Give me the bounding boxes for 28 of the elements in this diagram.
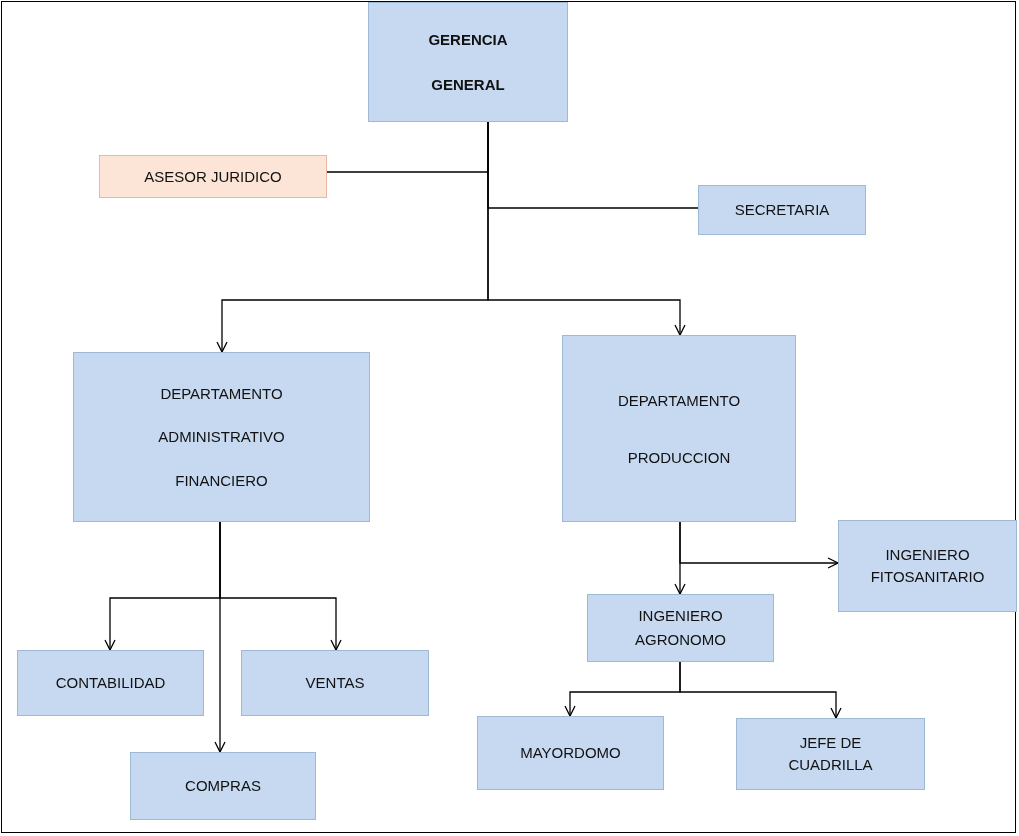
org-box — [130, 752, 316, 820]
org-box — [99, 155, 327, 198]
arrow — [487, 121, 686, 336]
arrow — [679, 661, 842, 719]
box-label: COMPRAS — [185, 777, 261, 795]
org-box — [368, 2, 568, 122]
arrow — [674, 521, 686, 595]
org-box — [73, 352, 370, 522]
org-box — [736, 718, 925, 790]
org-box — [838, 520, 1017, 612]
box-label: SECRETARIA — [734, 201, 830, 219]
org-box — [698, 185, 866, 235]
box-label: GERENCIA GENERAL — [427, 30, 509, 95]
org-box — [587, 594, 774, 662]
box-label: INGENIERO FITOSANITARIO — [869, 544, 986, 587]
org-box — [562, 335, 796, 522]
box-label: DEPARTAMENTO PRODUCCION — [616, 390, 742, 468]
org-box — [241, 650, 429, 716]
org-box — [477, 716, 664, 790]
box-label: MAYORDOMO — [520, 744, 621, 762]
box-label: JEFE DE CUADRILLA — [787, 732, 874, 775]
org-box — [17, 650, 204, 716]
arrow — [214, 521, 226, 753]
box-label: ASESOR JURIDICO — [144, 167, 282, 186]
box-label: VENTAS — [305, 674, 365, 692]
box-label: CONTABILIDAD — [55, 674, 166, 692]
box-label: INGENIERO AGRONOMO — [634, 606, 727, 650]
box-label: DEPARTAMENTO ADMINISTRATIVO FINANCIERO — [157, 383, 286, 491]
